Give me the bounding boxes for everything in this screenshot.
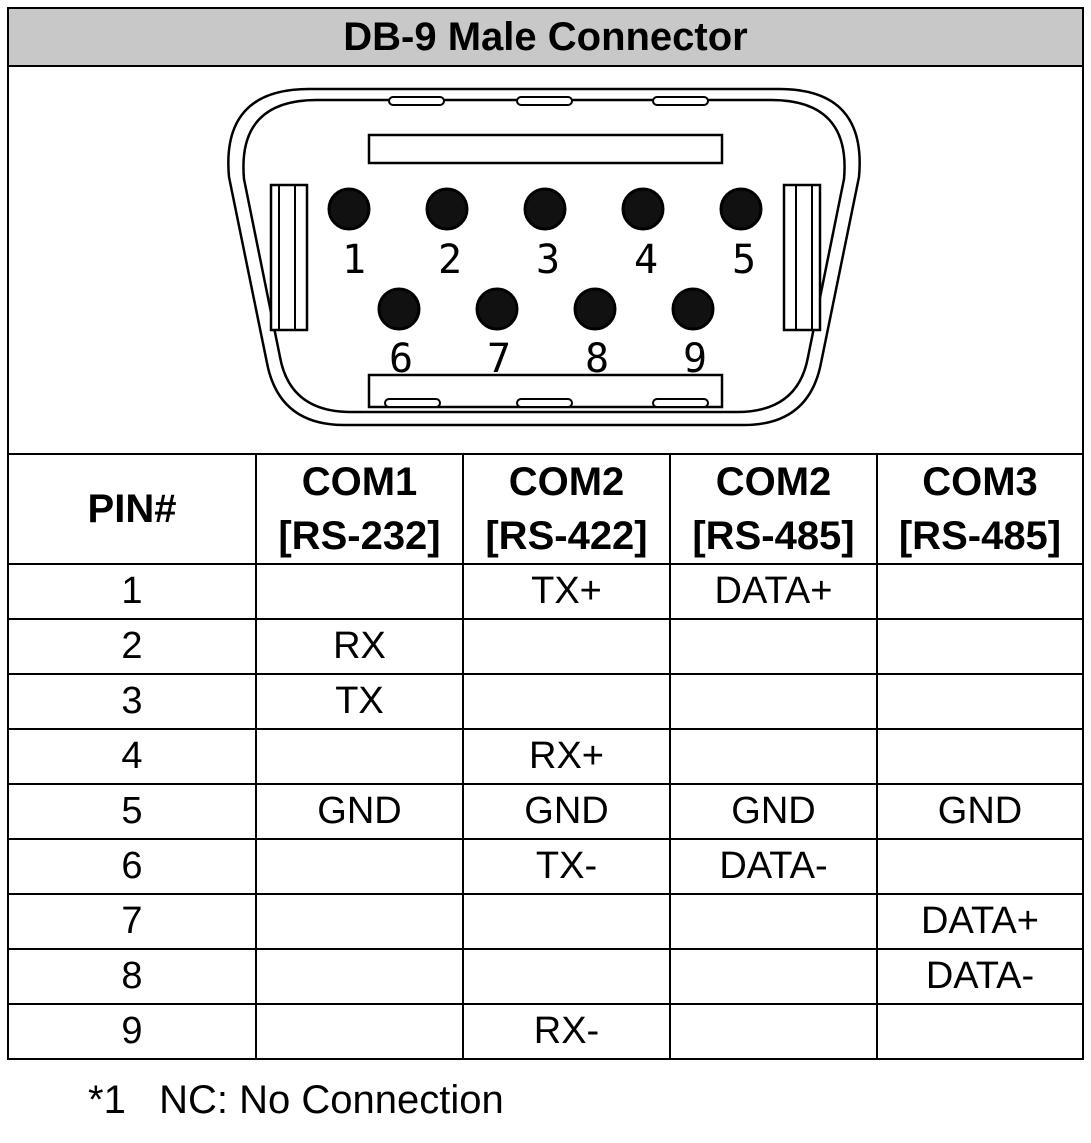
table-row: 1 TX+ DATA+ <box>9 563 1082 620</box>
cell-com2-485 <box>669 673 878 730</box>
right-guide <box>782 183 822 332</box>
cell-com3 <box>876 728 1082 785</box>
cell-com3 <box>876 673 1082 730</box>
pin-label-9: 9 <box>683 336 707 382</box>
cell-pin: 1 <box>9 563 257 620</box>
cell-pin: 9 <box>9 1003 257 1058</box>
pin-label-8: 8 <box>585 336 609 382</box>
pin-1: 1 <box>327 187 371 283</box>
header-line1: COM2 <box>715 460 832 504</box>
pinout-table: PIN# COM1 [RS-232] COM2 [RS-422] COM2 [R… <box>9 455 1082 1058</box>
header-line1: COM3 <box>922 460 1038 504</box>
pin-3: 3 <box>523 187 567 283</box>
cell-com3: DATA+ <box>876 893 1082 950</box>
cell-com2-485: DATA+ <box>669 563 878 620</box>
cell-com2-485 <box>669 893 878 950</box>
cell-com2-485 <box>669 1003 878 1058</box>
cell-com3: GND <box>876 783 1082 840</box>
table-row: 4 RX+ <box>9 728 1082 785</box>
cell-com2-422: RX- <box>462 1003 671 1058</box>
header-line2: [RS-485] <box>692 514 855 558</box>
cell-com2-485 <box>669 618 878 675</box>
header-line2: [RS-485] <box>898 514 1062 558</box>
header-line1: COM1 <box>301 460 418 504</box>
cell-pin: 4 <box>9 728 257 785</box>
table-row: 9 RX- <box>9 1003 1082 1058</box>
header-com3-rs485: COM3 [RS-485] <box>876 455 1082 565</box>
cell-com1 <box>255 893 464 950</box>
cell-pin: 5 <box>9 783 257 840</box>
connector-shell-outer <box>227 87 861 427</box>
cell-pin: 7 <box>9 893 257 950</box>
table-row: 2 RX <box>9 618 1082 675</box>
header-line1: COM2 <box>508 460 625 504</box>
cell-pin: 8 <box>9 948 257 1005</box>
pinout-frame: DB-9 Male Connector <box>7 7 1084 1060</box>
pin-label-2: 2 <box>438 237 462 283</box>
footnote: *1 NC: No Connection <box>88 1078 504 1122</box>
pin-label-5: 5 <box>732 237 756 283</box>
table-row: 3 TX <box>9 673 1082 730</box>
cell-pin: 3 <box>9 673 257 730</box>
cell-com2-485 <box>669 948 878 1005</box>
cell-com2-422 <box>462 618 671 675</box>
cell-com2-422: RX+ <box>462 728 671 785</box>
table-row: 7 DATA+ <box>9 893 1082 950</box>
cell-com3 <box>876 1003 1082 1058</box>
table-row: 6 TX- DATA- <box>9 838 1082 895</box>
cell-com1 <box>255 1003 464 1058</box>
pin-9: 9 <box>671 287 715 382</box>
cell-com2-422 <box>462 948 671 1005</box>
page-title: DB-9 Male Connector <box>9 9 1082 67</box>
header-com2-rs422: COM2 [RS-422] <box>462 455 671 565</box>
cell-com3 <box>876 618 1082 675</box>
cell-com1: TX <box>255 673 464 730</box>
top-key-bar <box>367 133 724 165</box>
cell-pin: 6 <box>9 838 257 895</box>
header-com1-rs232: COM1 [RS-232] <box>255 455 464 565</box>
pin-label-4: 4 <box>634 237 658 283</box>
connector-shell-inner <box>242 98 846 414</box>
table-row: 8 DATA- <box>9 948 1082 1005</box>
pin-label-1: 1 <box>342 237 366 283</box>
cell-com2-422: TX+ <box>462 563 671 620</box>
header-pin: PIN# <box>9 455 257 565</box>
cell-com2-422 <box>462 893 671 950</box>
pin-5: 5 <box>719 187 763 283</box>
pin-7: 7 <box>475 287 519 382</box>
pin-label-7: 7 <box>487 336 511 382</box>
pin-4: 4 <box>621 187 665 283</box>
cell-pin: 2 <box>9 618 257 675</box>
table-header-row: PIN# COM1 [RS-232] COM2 [RS-422] COM2 [R… <box>9 455 1082 565</box>
pin-label-6: 6 <box>389 336 413 382</box>
cell-com2-485: DATA- <box>669 838 878 895</box>
cell-com1: RX <box>255 618 464 675</box>
cell-com1 <box>255 728 464 785</box>
cell-com1 <box>255 838 464 895</box>
cell-com3: DATA- <box>876 948 1082 1005</box>
pin-8: 8 <box>573 287 617 382</box>
cell-com2-422: GND <box>462 783 671 840</box>
header-com2-rs485: COM2 [RS-485] <box>669 455 878 565</box>
cell-com2-485: GND <box>669 783 878 840</box>
pin-6: 6 <box>377 287 421 382</box>
cell-com3 <box>876 563 1082 620</box>
header-line2: [RS-232] <box>278 514 441 558</box>
left-guide <box>269 183 309 332</box>
cell-com1 <box>255 563 464 620</box>
cell-com1: GND <box>255 783 464 840</box>
pin-label-3: 3 <box>536 237 560 283</box>
header-pin-line1: PIN# <box>87 487 177 531</box>
table-row: 5 GND GND GND GND <box>9 783 1082 840</box>
cell-com2-485 <box>669 728 878 785</box>
connector-diagram: 1 2 3 4 5 6 <box>9 67 1082 455</box>
cell-com2-422 <box>462 673 671 730</box>
header-line2: [RS-422] <box>485 514 648 558</box>
cell-com2-422: TX- <box>462 838 671 895</box>
cell-com1 <box>255 948 464 1005</box>
pin-2: 2 <box>425 187 469 283</box>
cell-com3 <box>876 838 1082 895</box>
db9-connector-drawing: 1 2 3 4 5 6 <box>227 87 861 427</box>
